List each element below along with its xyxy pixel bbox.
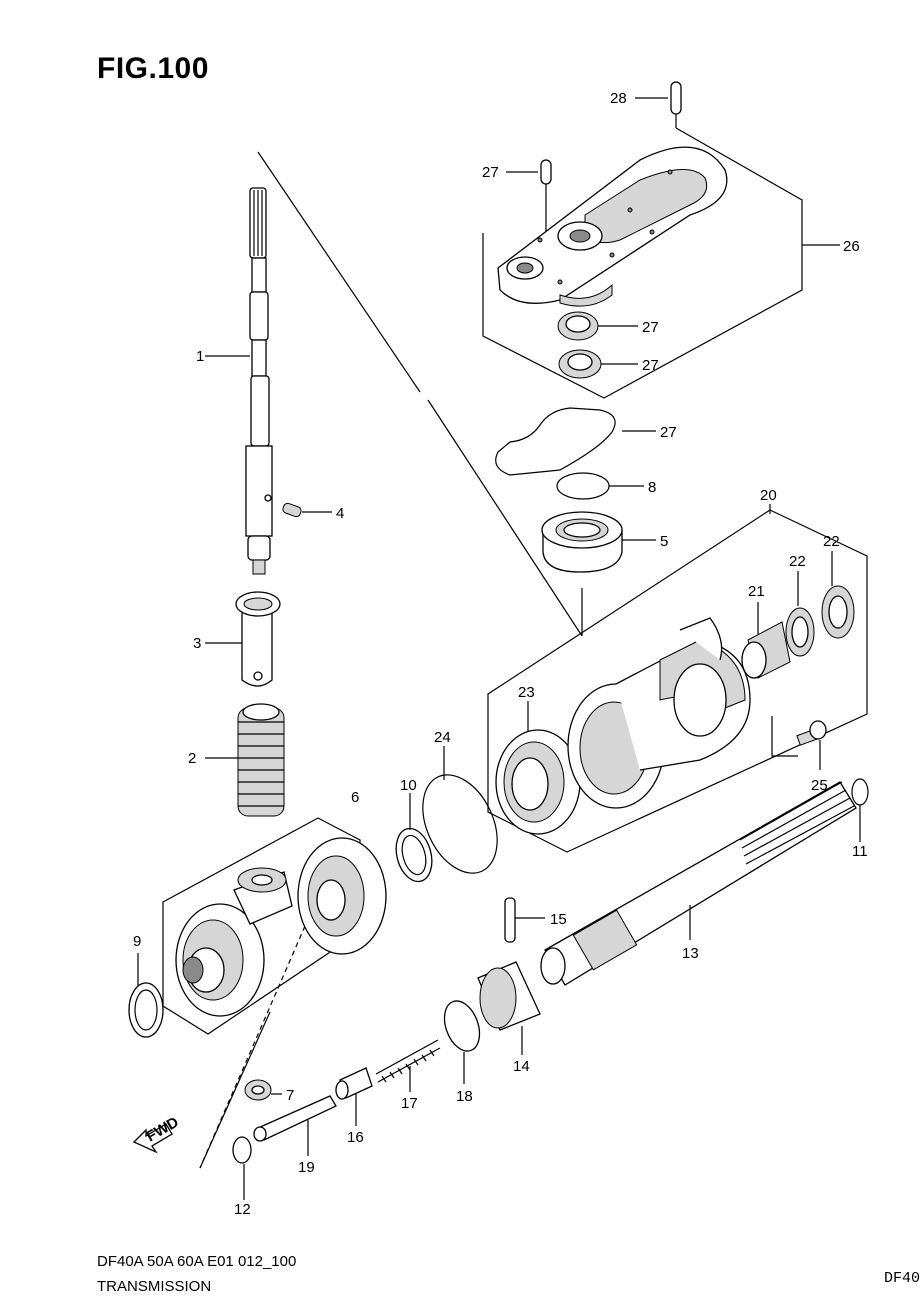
gear-case-outline <box>487 509 868 853</box>
part-11-ring <box>851 778 869 842</box>
part-22-seal-b <box>821 551 855 639</box>
part-5-bearing <box>541 511 656 573</box>
callout-1: 1 <box>196 348 204 365</box>
callout-20: 20 <box>760 487 777 504</box>
callout-8: 8 <box>648 479 656 496</box>
callout-15: 15 <box>550 911 567 928</box>
figure-code: DF40A 50A 60A E01 012_100 <box>97 1253 297 1270</box>
corner-text: DF40 <box>884 1270 921 1287</box>
callout-6: 6 <box>351 789 359 806</box>
callout-17: 17 <box>401 1095 418 1112</box>
callout-22b: 22 <box>823 533 840 550</box>
callout-16: 16 <box>347 1129 364 1146</box>
part-16-plunger <box>335 1067 373 1126</box>
part-13-propeller-shaft <box>540 781 857 986</box>
part-19-shift-rod <box>253 1095 337 1156</box>
figure-name: TRANSMISSION <box>97 1278 212 1295</box>
callout-21: 21 <box>748 583 765 600</box>
part-22-seal-a <box>785 571 815 657</box>
callout-30: 28 <box>610 90 627 107</box>
part-27-seal-lower <box>558 349 638 379</box>
callout-18: 18 <box>456 1088 473 1105</box>
part-8-o-ring <box>556 472 644 500</box>
part-21-needle-bearing <box>741 602 791 679</box>
leader-pinion-lower <box>199 1011 271 1169</box>
callout-4: 4 <box>336 505 344 522</box>
part-10-o-ring <box>395 793 433 883</box>
part-1-drive-shaft <box>205 187 273 575</box>
part-7-nut <box>244 1079 282 1101</box>
callout-26: 26 <box>843 238 860 255</box>
callout-19: 19 <box>298 1159 315 1176</box>
callout-3: 3 <box>193 635 201 652</box>
callout-28: 27 <box>660 424 677 441</box>
forward-arrow-label: FWD <box>144 1114 182 1146</box>
part-3-sleeve <box>205 591 281 687</box>
callout-12: 12 <box>234 1201 251 1218</box>
part-12-washer <box>232 1136 252 1200</box>
part-28-gasket <box>495 407 656 476</box>
forward-arrow-icon: FWD <box>132 1114 182 1154</box>
part-20-gear-case <box>567 617 751 809</box>
part-30-pin <box>670 81 682 128</box>
part-18-ring <box>443 1000 481 1084</box>
callout-13: 13 <box>682 945 699 962</box>
part-6-gear-set <box>175 837 387 1017</box>
leader-bolt <box>771 716 798 757</box>
callout-2: 2 <box>188 750 196 767</box>
part-29-pin <box>540 159 552 262</box>
part-17-spring <box>375 1039 441 1092</box>
part-2-spring <box>205 703 285 817</box>
callout-11: 11 <box>852 843 868 860</box>
callout-29: 27 <box>482 164 499 181</box>
part-9-washer <box>128 953 164 1038</box>
callout-27b: 27 <box>642 357 659 374</box>
callout-24: 24 <box>434 729 451 746</box>
leader-diagonal-upper <box>257 151 421 393</box>
callout-14: 14 <box>513 1058 530 1075</box>
part-15-pin <box>504 897 545 943</box>
part-26-plate <box>497 146 728 307</box>
callout-25: 25 <box>811 777 828 794</box>
part-14-clutch <box>477 961 541 1055</box>
callout-23: 23 <box>518 684 535 701</box>
part-25-bolt <box>796 720 827 770</box>
leader-diagonal-lower <box>427 399 583 637</box>
callout-5: 5 <box>660 533 668 550</box>
part-23-bearing <box>495 701 581 835</box>
part-24-o-ring <box>422 746 498 874</box>
upper-housing-outline <box>482 127 840 399</box>
part-27-seal-upper <box>557 311 638 341</box>
callout-10: 10 <box>400 777 417 794</box>
callout-22a: 22 <box>789 553 806 570</box>
figure-title: FIG.100 <box>97 52 209 85</box>
part-4-key <box>282 502 332 518</box>
callout-7: 7 <box>286 1087 294 1104</box>
callout-9: 9 <box>133 933 141 950</box>
callout-27a: 27 <box>642 319 659 336</box>
